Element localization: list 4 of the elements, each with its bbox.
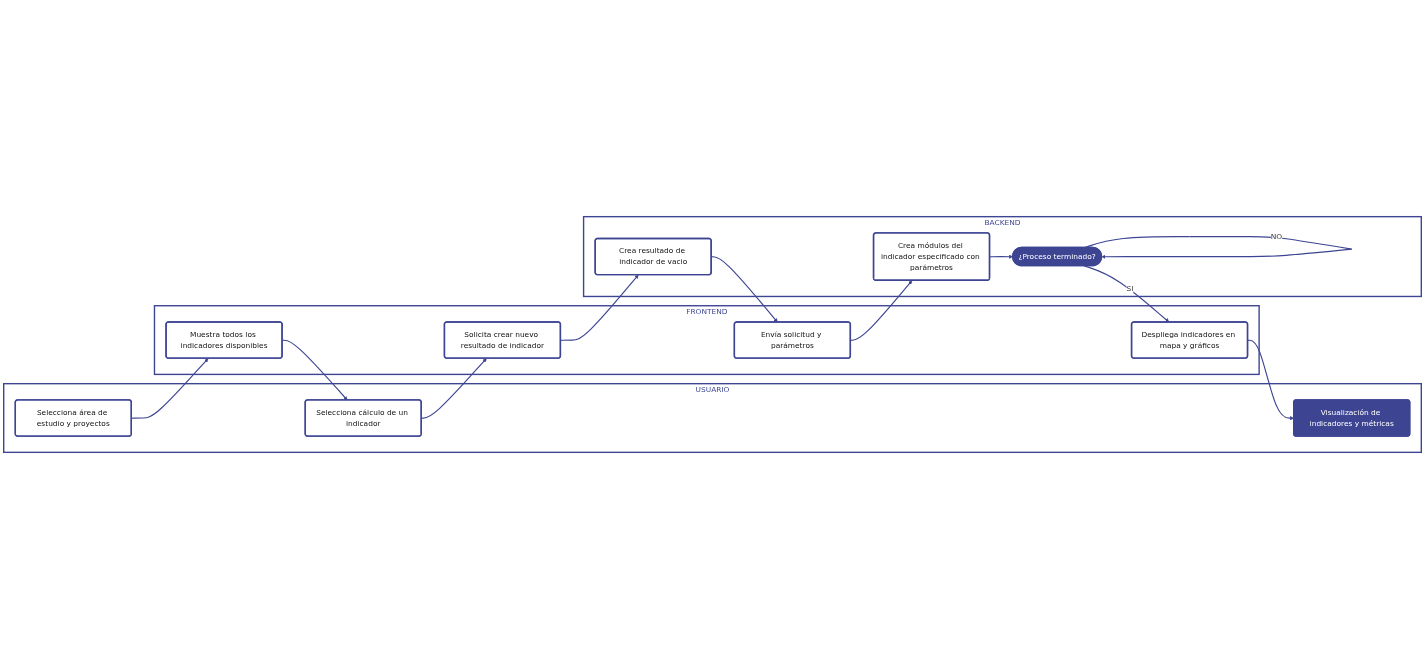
arrow [850,280,913,341]
arrow [1083,265,1170,323]
arrow [560,274,639,341]
arrow [989,254,1014,259]
